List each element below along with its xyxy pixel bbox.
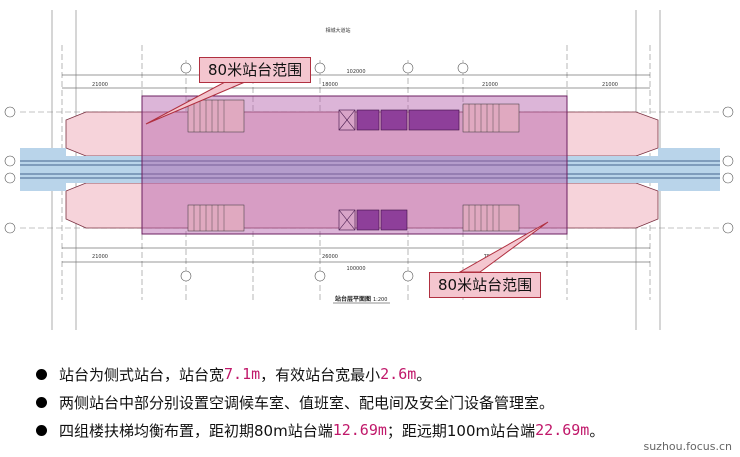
dim-seg-4: 21000 — [602, 82, 618, 88]
dim-seg-1: 21000 — [92, 82, 108, 88]
bullet-highlight: 2.6m — [380, 365, 417, 383]
bullet-text: 。 — [589, 421, 605, 440]
stair-group — [187, 99, 520, 232]
axis-bubbles — [4, 62, 734, 282]
road-label: 相城大道站 — [325, 27, 350, 34]
bullet-text: 四组楼扶梯均衡布置，距初期80m站台端 — [59, 421, 333, 440]
bullet-list: 站台为侧式站台，站台宽 7.1m ，有效站台宽最小 2.6m 。 两侧站台中部分… — [36, 360, 736, 444]
bullet-item: 站台为侧式站台，站台宽 7.1m ，有效站台宽最小 2.6m 。 — [36, 360, 736, 388]
bullet-item: 两侧站台中部分别设置空调候车室、值班室、配电间及安全门设备管理室。 — [36, 388, 736, 416]
bullet-highlight: 12.69m — [332, 421, 387, 439]
drawing-title: 站台层平面图 — [335, 295, 371, 303]
bullet-text: 站台为侧式站台，站台宽 — [59, 365, 225, 384]
bullet-text: ；距远期100m站台端 — [386, 421, 536, 440]
bullet-text: 两侧站台中部分别设置空调候车室、值班室、配电间及安全门设备管理室。 — [59, 393, 555, 412]
dim-seg-b1: 21000 — [92, 254, 108, 260]
bullet-highlight: 22.69m — [535, 421, 590, 439]
bullet-dot — [36, 424, 47, 436]
dimension-lines — [62, 74, 650, 263]
dim-seg-3: 21000 — [482, 82, 498, 88]
drawing-scale: 1:200 — [373, 297, 387, 303]
callout-80m-range-bottom: 80米站台范围 — [429, 272, 542, 298]
bullet-item: 四组楼扶梯均衡布置，距初期80m站台端 12.69m ；距远期100m站台端 2… — [36, 416, 736, 444]
station-platform-plan: 102000 100000 21000 18000 21000 21000 21… — [4, 10, 734, 330]
dim-top-total: 102000 — [346, 69, 365, 75]
callout-80m-range-top: 80米站台范围 — [199, 57, 312, 83]
dim-seg-2: 18000 — [322, 82, 338, 88]
bullet-text: ，有效站台宽最小 — [260, 365, 381, 384]
dim-seg-b2: 26000 — [322, 254, 338, 260]
track-bed — [20, 156, 720, 183]
bullet-dot — [36, 396, 47, 408]
bullet-highlight: 7.1m — [224, 365, 261, 383]
bullet-dot — [36, 368, 47, 380]
watermark: suzhou.focus.cn — [643, 440, 732, 453]
dim-bottom-total: 100000 — [346, 266, 365, 272]
bullet-text: 。 — [416, 365, 432, 384]
